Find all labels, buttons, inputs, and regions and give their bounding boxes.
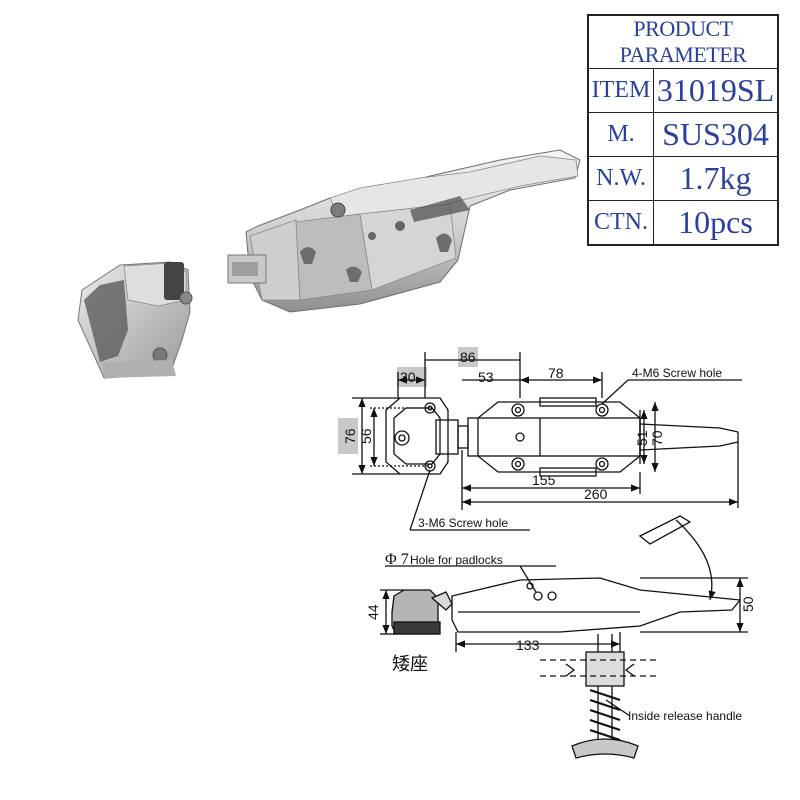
dim-133: 133 [516, 637, 540, 653]
param-value-carton: 10pcs [653, 199, 779, 246]
param-value-weight: 1.7kg [653, 155, 779, 201]
dim-78: 78 [548, 365, 564, 381]
label-inside-release-handle: Inside release handle [628, 709, 742, 723]
dim-76: 76 [342, 428, 358, 444]
dim-53: 53 [478, 369, 494, 385]
label-hole-for-padlocks: Hole for padlocks [410, 553, 503, 567]
param-value-material: SUS304 [653, 111, 779, 157]
dim-51: 51 [634, 430, 650, 446]
side-view-text: 44 50 133 Φ 7 Hole for padlocks 矮座 Insid… [365, 551, 756, 723]
dim-86: 86 [460, 349, 476, 365]
param-key-item: ITEM [587, 68, 654, 113]
label-low-base: 矮座 [392, 654, 428, 675]
dim-44: 44 [365, 604, 381, 620]
latch-photo [227, 149, 581, 313]
side-view-drawing [380, 515, 748, 759]
dim-70: 70 [649, 430, 665, 446]
strike-photo [77, 261, 193, 379]
dim-56: 56 [358, 428, 374, 444]
label-4-m6-screw-hole: 4-M6 Screw hole [632, 366, 722, 380]
param-key-carton: CTN. [587, 199, 654, 246]
dim-155: 155 [532, 472, 556, 488]
dim-260: 260 [584, 486, 608, 502]
dim-50: 50 [740, 596, 756, 612]
dim-30: 30 [400, 369, 416, 385]
param-key-weight: N.W. [587, 155, 654, 201]
label-3-m6-screw-hole: 3-M6 Screw hole [418, 516, 508, 530]
padlock-diameter-symbol: Φ 7 [385, 551, 409, 568]
top-view-drawing [338, 347, 742, 531]
top-view-dimension-text: 86 30 53 78 76 56 51 70 155 260 4-M6 Scr… [342, 349, 722, 530]
